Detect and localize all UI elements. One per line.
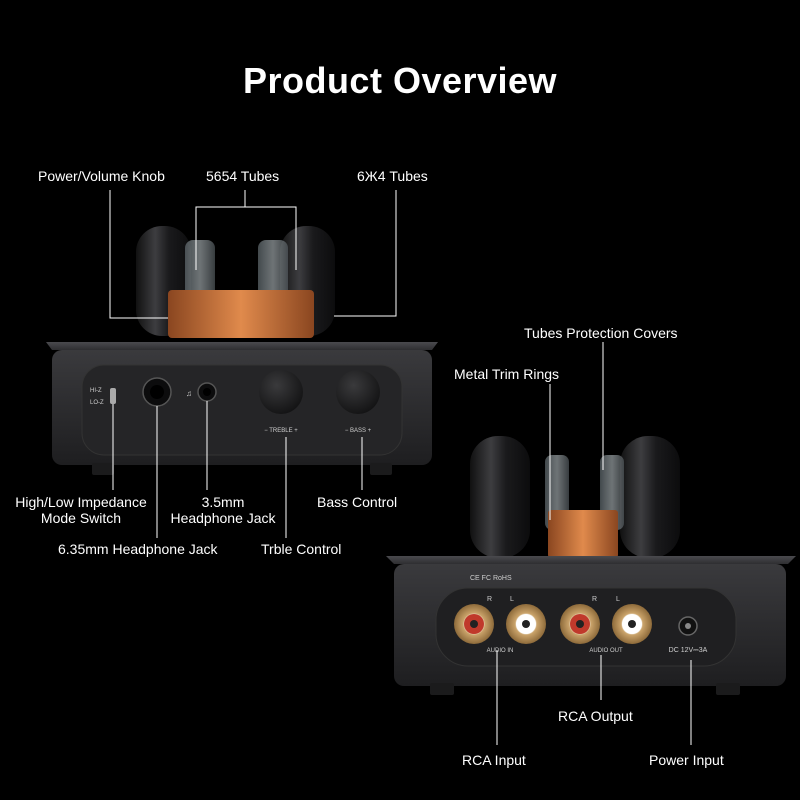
lo-z-marking: LO-Z <box>90 400 104 406</box>
label-metal-trim-rings: Metal Trim Rings <box>454 366 560 382</box>
audio-out-marking: AUDIO OUT <box>589 648 623 654</box>
rear-view-device: CE FC RoHS R L R L AUDIO IN AUDIO OUT DC… <box>386 436 796 695</box>
label-impedance-switch-line1: High/Low Impedance <box>15 494 147 510</box>
leader-6zh4 <box>334 190 397 317</box>
front-view-device: HI-Z LO-Z ♫ − TREBLE + − BASS + <box>46 226 438 475</box>
label-headphone-3-5mm: 3.5mm Headphone Jack <box>163 494 283 526</box>
label-bass-control: Bass Control <box>317 494 398 510</box>
leader-lines <box>109 190 692 745</box>
audio-in-marking: AUDIO IN <box>487 648 514 654</box>
page-title: Product Overview <box>242 60 558 101</box>
label-rca-output: RCA Output <box>558 708 633 724</box>
label-headphone-3-5mm-line2: Headphone Jack <box>170 510 276 526</box>
label-rca-input: RCA Input <box>462 752 526 768</box>
label-impedance-switch-line2: Mode Switch <box>40 510 122 526</box>
l-marking-out: L <box>616 596 620 603</box>
label-headphone-3-5mm-line1: 3.5mm <box>201 494 245 510</box>
headphone-icon: ♫ <box>186 389 192 398</box>
rear-right-tube-cover <box>620 436 680 558</box>
bass-knob[interactable] <box>336 370 380 414</box>
treble-knob[interactable] <box>259 370 303 414</box>
label-power-volume-knob: Power/Volume Knob <box>38 168 165 184</box>
r-marking-in: R <box>487 596 492 603</box>
leader-power-volume <box>109 190 168 319</box>
dc-rating-marking: DC 12V⎓3A <box>669 647 708 654</box>
r-marking-out: R <box>592 596 597 603</box>
impedance-switch[interactable] <box>110 388 116 404</box>
label-headphone-6-35mm: 6.35mm Headphone Jack <box>58 541 218 557</box>
rear-left-tube-cover <box>470 436 530 558</box>
label-power-input: Power Input <box>649 752 724 768</box>
label-impedance-switch: High/Low Impedance Mode Switch <box>8 494 154 526</box>
bass-marking: − BASS + <box>345 428 372 434</box>
front-copper-ring <box>168 290 314 338</box>
label-6zh4-tubes: 6Ж4 Tubes <box>357 168 428 184</box>
l-marking-in: L <box>510 596 514 603</box>
rear-copper-ring <box>548 510 618 558</box>
treble-marking: − TREBLE + <box>264 428 298 434</box>
label-5654-tubes: 5654 Tubes <box>206 168 280 184</box>
leader-5654-bracket <box>195 206 297 270</box>
label-tubes-protection-covers: Tubes Protection Covers <box>524 325 678 341</box>
certification-marks: CE FC RoHS <box>470 575 512 582</box>
label-treble-control: Trble Control <box>261 541 342 557</box>
hi-z-marking: HI-Z <box>90 388 102 394</box>
